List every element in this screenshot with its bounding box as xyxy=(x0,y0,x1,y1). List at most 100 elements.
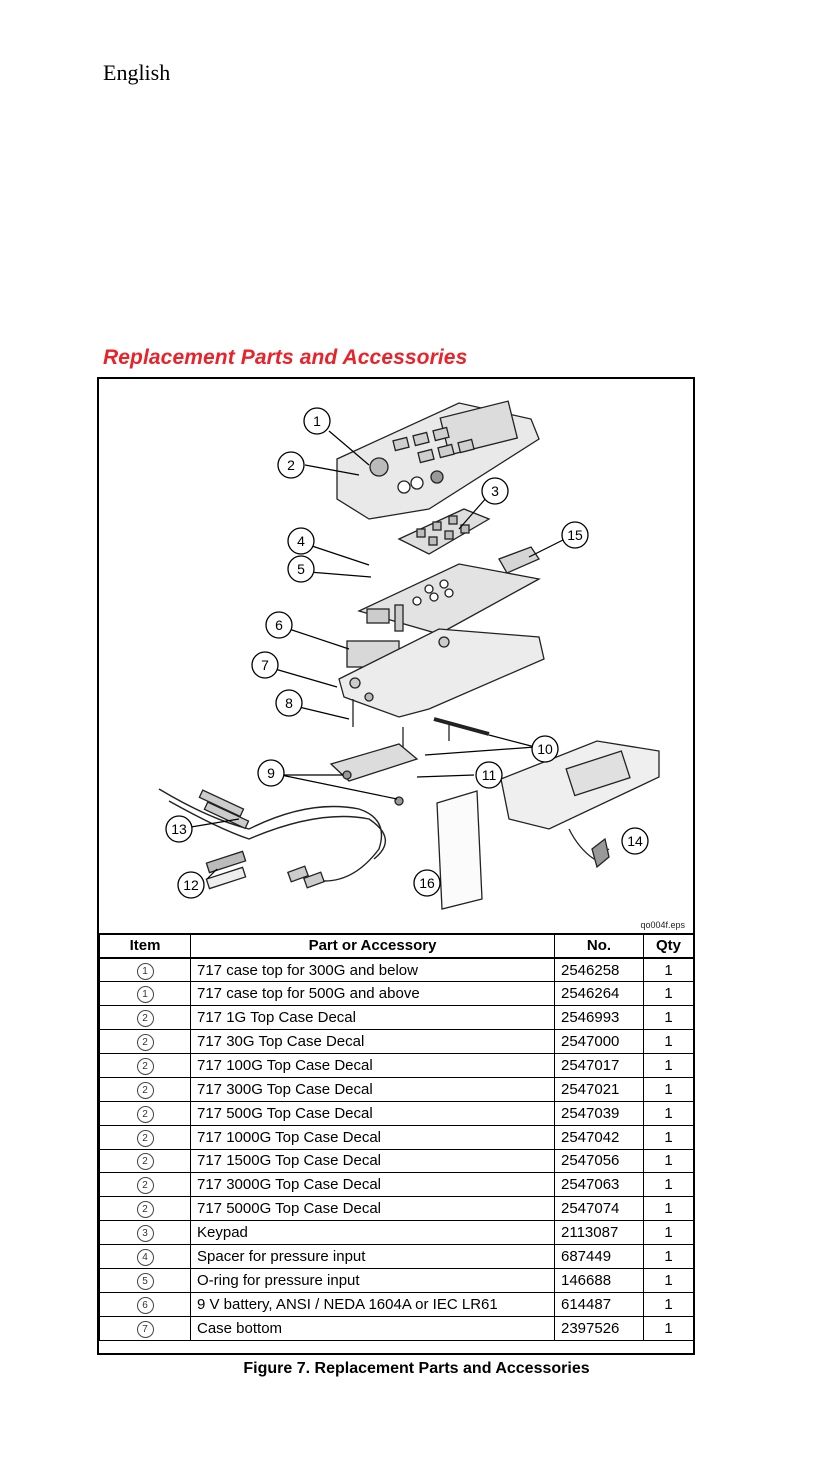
cell-item: 3 xyxy=(99,1220,191,1246)
cell-item: 5 xyxy=(99,1267,191,1293)
cell-qty: 1 xyxy=(643,1172,694,1198)
callout-13: 13 xyxy=(165,815,193,843)
cell-item: 2 xyxy=(99,1124,191,1150)
callout-16: 16 xyxy=(413,869,441,897)
cell-part-number: 2546258 xyxy=(554,957,644,983)
header-item: Item xyxy=(99,933,191,959)
cell-qty: 1 xyxy=(643,1029,694,1054)
cell-qty: 1 xyxy=(643,1005,694,1031)
cell-item: 6 xyxy=(99,1291,191,1317)
cell-part: 717 1000G Top Case Decal xyxy=(190,1124,555,1150)
cell-qty: 1 xyxy=(643,1267,694,1293)
cell-part: Keypad xyxy=(190,1220,555,1246)
cell-item: 2 xyxy=(99,1029,191,1054)
exploded-view-illustration: 1 2 3 4 5 6 7 8 9 10 11 12 13 14 15 16 q… xyxy=(99,379,693,933)
svg-text:16: 16 xyxy=(419,875,435,891)
svg-text:12: 12 xyxy=(183,877,199,893)
item-number-circle: 3 xyxy=(136,1225,154,1243)
item-number-circle: 2 xyxy=(136,1201,154,1219)
cell-item: 2 xyxy=(99,1005,191,1031)
exploded-view-svg: 1 2 3 4 5 6 7 8 9 10 11 12 13 14 15 16 xyxy=(158,400,660,910)
cell-part-number: 2397526 xyxy=(554,1315,644,1341)
item-number-circle: 1 xyxy=(136,986,154,1004)
decal-sheet-drawing xyxy=(436,790,483,910)
callout-2: 2 xyxy=(277,451,305,479)
item-number-circle: 1 xyxy=(136,962,154,980)
cell-part: 717 3000G Top Case Decal xyxy=(190,1172,555,1198)
svg-text:15: 15 xyxy=(567,527,583,543)
cell-item: 2 xyxy=(99,1172,191,1198)
svg-text:7: 7 xyxy=(261,657,269,673)
svg-text:9: 9 xyxy=(267,765,275,781)
cell-item: 1 xyxy=(99,981,191,1007)
cell-qty: 1 xyxy=(643,1076,694,1102)
cell-qty: 1 xyxy=(643,1148,694,1174)
callout-9: 9 xyxy=(257,759,285,787)
item-number-circle: 2 xyxy=(136,1105,154,1123)
cell-part: 717 case top for 500G and above xyxy=(190,981,555,1007)
header-qty: Qty xyxy=(643,933,694,959)
cell-item: 4 xyxy=(99,1244,191,1269)
section-title: Replacement Parts and Accessories xyxy=(103,346,468,369)
test-leads-drawing xyxy=(158,788,383,882)
item-number-circle: 2 xyxy=(136,1153,154,1171)
callout-1: 1 xyxy=(303,407,331,435)
cell-part: 717 500G Top Case Decal xyxy=(190,1100,555,1126)
cell-part-number: 2113087 xyxy=(554,1220,644,1246)
cell-part-number: 2547056 xyxy=(554,1148,644,1174)
cell-part-number: 2547039 xyxy=(554,1100,644,1126)
cell-part: 717 100G Top Case Decal xyxy=(190,1052,555,1078)
item-number-circle: 5 xyxy=(136,1272,154,1290)
callout-12: 12 xyxy=(177,871,205,899)
svg-text:8: 8 xyxy=(285,695,293,711)
cell-part-number: 2547021 xyxy=(554,1076,644,1102)
callout-6: 6 xyxy=(265,611,293,639)
cell-qty: 1 xyxy=(643,1291,694,1317)
cell-item: 2 xyxy=(99,1076,191,1102)
cell-part: Spacer for pressure input xyxy=(190,1244,555,1269)
item-number-circle: 2 xyxy=(136,1010,154,1028)
cell-part-number: 146688 xyxy=(554,1267,644,1293)
cell-part: Case bottom xyxy=(190,1315,555,1341)
svg-text:2: 2 xyxy=(287,457,295,473)
cell-part-number: 2547063 xyxy=(554,1172,644,1198)
cell-qty: 1 xyxy=(643,1244,694,1269)
cell-part: 717 1500G Top Case Decal xyxy=(190,1148,555,1174)
parts-figure-frame: 1 2 3 4 5 6 7 8 9 10 11 12 13 14 15 16 q… xyxy=(97,377,695,1355)
item-number-circle: 2 xyxy=(136,1034,154,1051)
cell-part-number: 2547042 xyxy=(554,1124,644,1150)
cell-part-number: 2547000 xyxy=(554,1029,644,1054)
svg-text:6: 6 xyxy=(275,617,283,633)
callout-8: 8 xyxy=(275,689,303,717)
svg-text:11: 11 xyxy=(482,767,497,783)
figure-file-id: qo004f.eps xyxy=(640,920,685,930)
callout-7: 7 xyxy=(251,651,279,679)
item-number-circle: 4 xyxy=(136,1249,154,1267)
callout-4: 4 xyxy=(287,527,315,555)
svg-text:5: 5 xyxy=(297,561,305,577)
cell-qty: 1 xyxy=(643,1220,694,1246)
cell-qty: 1 xyxy=(643,1100,694,1126)
cell-qty: 1 xyxy=(643,957,694,983)
cell-item: 2 xyxy=(99,1100,191,1126)
cell-item: 1 xyxy=(99,957,191,983)
svg-text:3: 3 xyxy=(491,483,499,499)
header-part: Part or Accessory xyxy=(190,933,555,959)
callout-3: 3 xyxy=(481,477,509,505)
header-no: No. xyxy=(554,933,644,959)
cell-qty: 1 xyxy=(643,1124,694,1150)
keypad-drawing xyxy=(397,508,491,555)
item-number-circle: 2 xyxy=(136,1057,154,1075)
svg-text:14: 14 xyxy=(627,833,643,849)
